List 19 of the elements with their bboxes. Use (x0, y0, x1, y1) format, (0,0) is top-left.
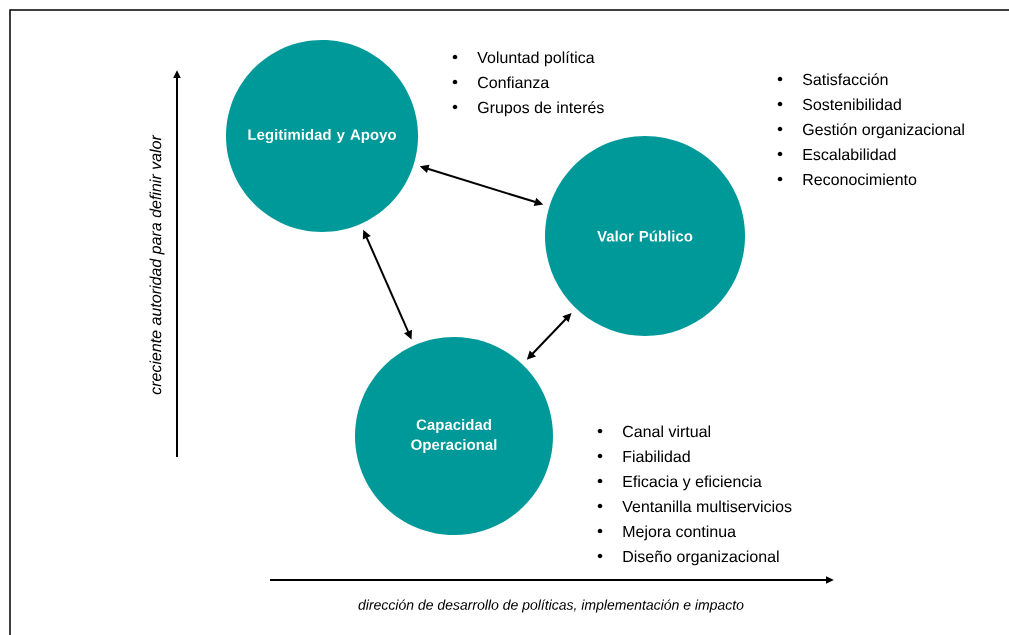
list-item: Grupos de interés (478, 101, 604, 117)
axis-label: creciente autoridad para definir valor (149, 134, 165, 395)
list-item: Voluntad política (477, 51, 595, 67)
axis-label: dirección de desarrollo de políticas, implementación e impacto (358, 599, 744, 613)
list-item: Ventanilla multiservicios (622, 500, 792, 513)
list-item: Confianza (478, 76, 550, 89)
circle-node: Capacidad Operacional (355, 337, 553, 535)
list-item: Escalabilidad (803, 148, 896, 161)
circle-node: Legitimidad y Apoyo (226, 40, 418, 232)
list-item: Fiabilidad (623, 450, 690, 463)
list-item: Eficacia y eficiencia (623, 475, 762, 491)
list-item: Mejora continua (623, 525, 736, 541)
list-item: Canal virtual (623, 425, 711, 438)
list-item: Reconocimiento (803, 173, 917, 186)
list-item: Sostenibilidad (802, 98, 901, 111)
list-item: Diseño organizacional (623, 550, 779, 566)
circle-node: Valor Público (545, 136, 745, 336)
list-item: Gestión organizacional (803, 123, 964, 139)
list-item: Satisfacción (802, 73, 888, 86)
